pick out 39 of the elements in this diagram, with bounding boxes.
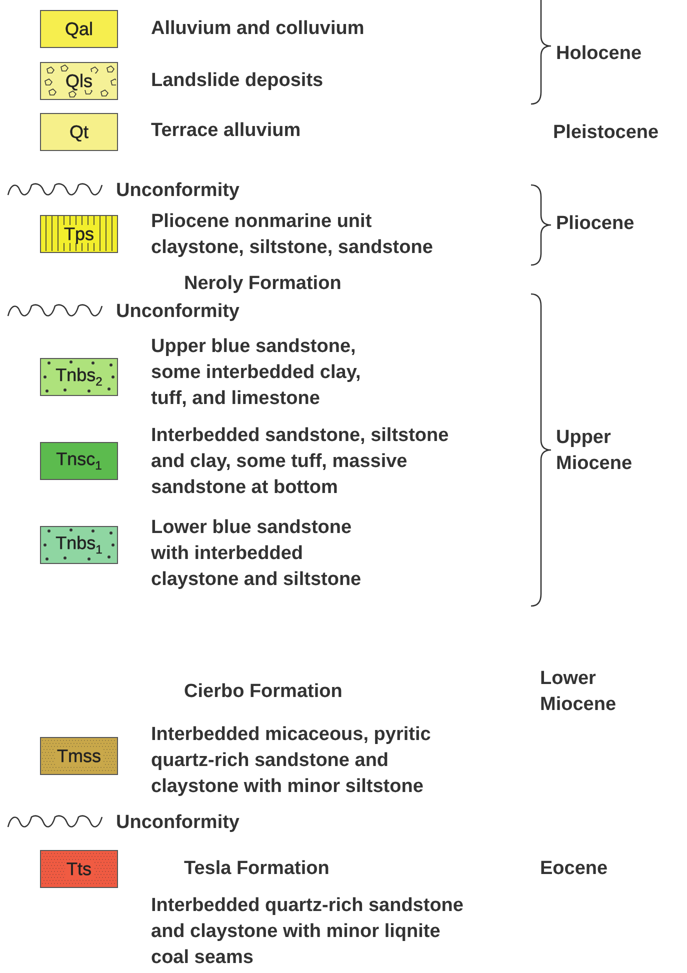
unit-description: Alluvium and colluvium xyxy=(151,17,366,41)
unit-description: Upper blue sandstone, some interbedded clay, tuff, and limestone xyxy=(151,335,362,411)
map-unit-swatch xyxy=(40,737,118,775)
unit-description: Pliocene nonmarine unit claystone, siltstone, sandstone xyxy=(151,210,434,260)
formation-name: Tesla Formation xyxy=(184,857,330,881)
unit-symbol: Qt xyxy=(67,123,90,141)
age-label: Pliocene xyxy=(556,212,634,236)
age-label: Eocene xyxy=(540,857,608,881)
unit-description: Interbedded micaceous, pyritic quartz-rich sandstone and claystone with minor siltstone xyxy=(151,723,432,799)
age-label: Lower Miocene xyxy=(540,667,618,717)
unit-description: Interbedded sandstone, siltstone and clay, some tuff, massive sandstone at bottom xyxy=(151,424,450,500)
unit-description: Terrace alluvium xyxy=(151,119,302,143)
map-unit-swatch xyxy=(40,113,118,151)
unit-description: Landslide deposits xyxy=(151,69,324,93)
age-label: Neroly Formation xyxy=(184,272,342,296)
age-label: Cierbo Formation xyxy=(184,680,342,704)
contact-label: Unconformity xyxy=(116,300,240,324)
map-unit-swatch xyxy=(40,442,118,480)
age-label: Holocene xyxy=(556,42,642,66)
unit-symbol: Tnsc$_{1}$ xyxy=(54,450,104,472)
unit-symbol: Tts xyxy=(64,860,94,878)
unit-symbol: Qal xyxy=(62,20,95,38)
contact-label: Unconformity xyxy=(116,179,240,203)
map-unit-swatch xyxy=(40,526,118,564)
age-label: Upper Miocene xyxy=(556,426,634,476)
map-unit-swatch xyxy=(40,850,118,888)
map-unit-swatch xyxy=(40,215,118,253)
map-unit-swatch xyxy=(40,358,118,396)
contact-label: Unconformity xyxy=(116,811,240,835)
unit-symbol: Tps xyxy=(62,225,96,243)
unit-symbol: Tnbs$_{2}$ xyxy=(54,366,104,388)
unit-symbol: Qls xyxy=(64,72,94,90)
age-label: Pleistocene xyxy=(553,121,659,145)
unit-description: Lower blue sandstone with interbedded claystone and siltstone xyxy=(151,516,362,592)
unit-description: Interbedded quartz-rich sandstone and claystone with minor liqnite coal seams xyxy=(151,894,464,970)
map-unit-swatch xyxy=(40,62,118,100)
unit-symbol: Tmss xyxy=(55,747,103,765)
unit-symbol: Tnbs$_{1}$ xyxy=(54,534,104,556)
map-unit-swatch xyxy=(40,10,118,48)
